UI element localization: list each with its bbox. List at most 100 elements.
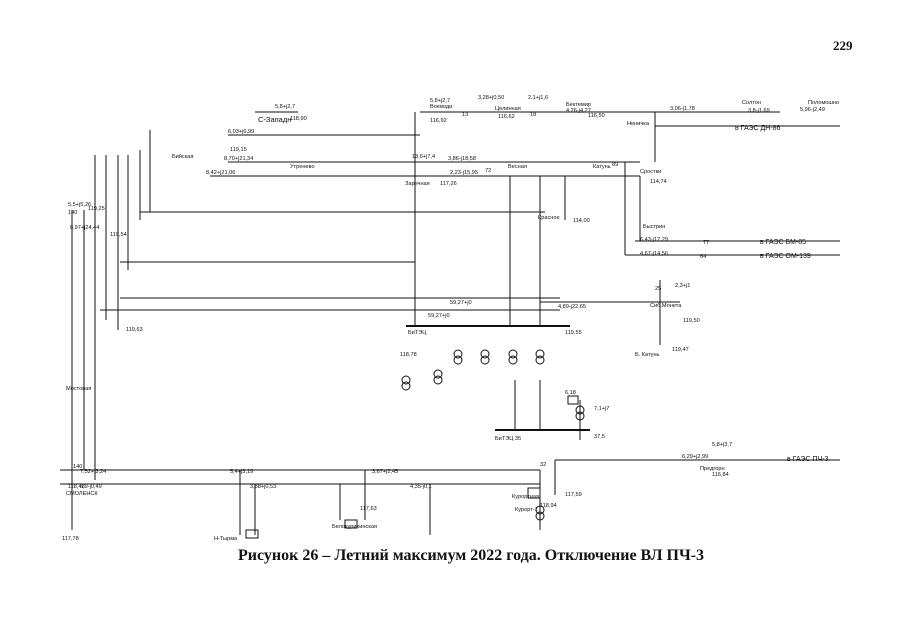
label-vesnaya: Весная (508, 164, 527, 170)
label-gaes-om139: в ГАЭС ОМ-139 (760, 253, 811, 260)
node-64: 64 (700, 254, 706, 260)
flow-bitec35-switch: 6,18 (565, 390, 576, 396)
label-sibmonetta: Сиб.Монета (650, 303, 682, 309)
flow-srostki-line: 8,42+j21,06 (206, 170, 235, 176)
label-bitec35: БиТЭЦ 35 (495, 436, 521, 442)
transformer-bitec-2 (433, 369, 443, 385)
voltage-left-1: 119,25 (88, 206, 105, 212)
flow-bottom-6: 4,35-j0,1 (410, 484, 432, 490)
flow-om139: 4,67-j14,56 (640, 251, 668, 257)
flow-soltony: 3,8-j1,69 (748, 108, 770, 114)
voltage-bektemir: 116,50 (588, 113, 605, 119)
label-bitec: БиТЭЦ (408, 330, 427, 336)
label-b-katun: Б. Катунь (635, 352, 660, 358)
voltage-sibmonetta: 119,50 (683, 318, 700, 324)
voltage-voevodino: 116,92 (430, 118, 447, 124)
voltage-kurortnaya: 117,59 (565, 492, 582, 498)
voltage-biyskaya: 119,15 (230, 147, 247, 153)
switch-tyrma (245, 529, 259, 539)
voltage-zapadnaya: 118,90 (290, 116, 307, 122)
flow-left-1: 5,5+j5,26 (68, 202, 91, 208)
label-polomoshno: Поломошно (808, 100, 839, 106)
voltage-left-3: 119,63 (126, 327, 143, 333)
voltage-left-2: 119,54 (110, 232, 127, 238)
label-nenichka: Неничка (627, 121, 650, 127)
label-gaes-pch3: в ГАЭС ПЧ-3 (787, 456, 829, 463)
voltage-kurort1: 118,94 (540, 503, 557, 509)
label-zarechnaya: Заречная (405, 181, 430, 187)
node-13: 13 (462, 112, 468, 118)
voltage-belokurikha: 117,63 (360, 506, 377, 512)
flow-bitec35-right: 7,1+j7 (594, 406, 609, 412)
voltage-pregorny: 116,84 (712, 472, 729, 478)
voltage-bottom-left: 117,78 (62, 536, 79, 542)
label-uspenka: Утренево (290, 164, 315, 170)
figure-caption: Рисунок 26 – Летний максимум 2022 года. … (238, 547, 705, 564)
flow-zarechnaya: 3,86-j18,58 (448, 156, 476, 162)
flow-bitec-bus-1: 59,27+j0 (450, 300, 472, 306)
label-voevodino: Воеводи (430, 104, 452, 110)
flow-bottom-3: 5,4+j3,19 (230, 469, 253, 475)
voltage-zarechnaya: 117,26 (440, 181, 457, 187)
label-gaes-dn86: в ГАЭС ДН-86 (735, 125, 781, 132)
voltage-srostki: 114,74 (650, 179, 667, 185)
label-smolensk: СМОЛЕНСК (66, 491, 98, 497)
page-number: 229 (833, 38, 853, 53)
node-25: 25 (655, 286, 661, 292)
transformer-bitec-3 (453, 349, 463, 365)
flow-zarechnaya-2: 2,23-j15,95 (450, 170, 478, 176)
transformer-bitec-4 (480, 349, 490, 365)
node-72: 72 (485, 168, 491, 174)
node-140: 140 (73, 464, 82, 470)
flow-pregorny-top: 5,8+j3,7 (712, 442, 732, 448)
label-krasnoe: Красное (538, 215, 560, 221)
flow-bm85: 6,43-j12,29 (640, 237, 668, 243)
transformer-bitec-5 (508, 349, 518, 365)
transformer-kurort (535, 505, 545, 521)
voltage-tselinnaya: 116,62 (498, 114, 515, 120)
voltage-smolensk: 118,48 (68, 484, 85, 490)
transformer-bitec-6 (535, 349, 545, 365)
node-j31: 140 (68, 210, 77, 216)
label-katun: Катунь (593, 164, 611, 170)
switch-kurortnaya (527, 487, 541, 499)
switch-belokurikha (344, 519, 358, 529)
flow-voevodino: 5,8+j2,7 (430, 98, 450, 104)
flow-bottom-4: 3,88+j0,53 (250, 484, 276, 490)
switch-bitec35 (567, 395, 579, 405)
flow-bottom-5: 3,67+j2,45 (372, 469, 398, 475)
transformer-bitec35 (575, 405, 585, 421)
transformer-bitec-1 (401, 375, 411, 391)
label-biyskaya: Бийская (172, 153, 193, 160)
label-kurortnaya: Курортная (512, 494, 539, 500)
flow-bektemir: 4,26-j4,27 (566, 108, 591, 114)
flow-tselinnaya-right: 2,1+j1,6 (528, 95, 548, 101)
label-soltony: Солтон (742, 100, 761, 106)
flow-zapadnaya: 5,8+j2,7 (275, 104, 295, 110)
voltage-krasnoe: 114,00 (573, 218, 590, 224)
flow-line-top-1: 6,03+j6,99 (228, 129, 254, 135)
voltage-b-katun: 119,47 (672, 347, 689, 353)
flow-nenichka: 3,06-j1,78 (670, 106, 695, 112)
voltage-bitec: 118,78 (400, 352, 417, 358)
flow-line-top-2: 8,70+j21,34 (224, 156, 253, 162)
flow-polomoshno: 5,96-j2,49 (800, 107, 825, 113)
label-kurort1: Курорт-1 (515, 507, 538, 513)
label-tselinnaya: Целинная (495, 106, 521, 112)
flow-sibmonetta-top: 2,3+j1 (675, 283, 690, 289)
flow-bottom-1: 7,52+j3,24 (80, 469, 106, 475)
label-pregorny: Предгорн (700, 466, 725, 472)
node-89: 89 (612, 162, 618, 168)
flow-tselinnaya-top: 3,28+j0,50 (478, 95, 504, 101)
label-srostki: Сростки (640, 169, 661, 175)
label-belokurikha: Белокурихинская (332, 524, 377, 530)
label-gaes-bm85: в ГАЭС БМ-85 (760, 239, 806, 246)
flow-bitec-bus-2: 59,27+j0 (428, 313, 450, 319)
label-n-tyrma: Н-Тырма (214, 536, 238, 542)
flow-bitec35-load: 37,5 (594, 434, 605, 440)
flow-left-2: 8,97+j24,44 (70, 225, 99, 231)
node-77: 77 (703, 240, 709, 246)
label-zapadnaya: С-Западн (258, 115, 291, 124)
